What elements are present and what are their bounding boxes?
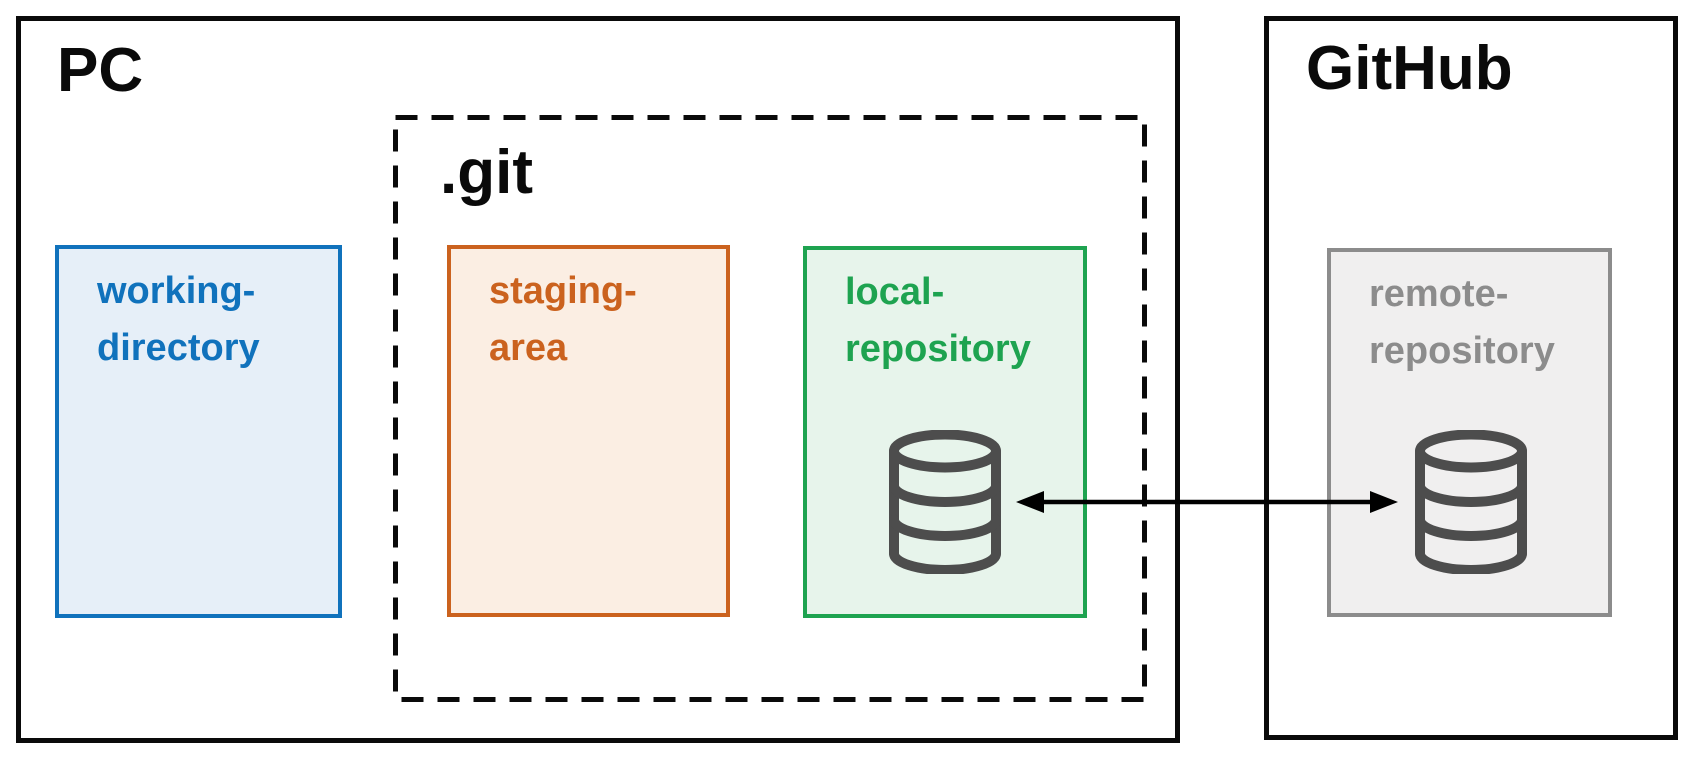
database-icon xyxy=(889,430,1001,574)
local-repository-label: local- repository xyxy=(845,271,1031,370)
github-title: GitHub xyxy=(1306,34,1513,103)
staging-area-label: staging- area xyxy=(489,270,637,369)
pc-title: PC xyxy=(57,36,144,105)
working-directory-box: working- directory xyxy=(55,245,342,618)
database-icon xyxy=(1415,430,1527,574)
staging-area-box: staging- area xyxy=(447,245,730,617)
working-directory-label: working- directory xyxy=(97,270,260,369)
git-folder-dashed-box xyxy=(393,115,1147,702)
remote-repository-label: remote- repository xyxy=(1369,273,1555,372)
local-repository-box: local- repository xyxy=(803,246,1087,618)
sync-arrow xyxy=(1016,491,1398,513)
git-folder-title: .git xyxy=(440,138,533,207)
